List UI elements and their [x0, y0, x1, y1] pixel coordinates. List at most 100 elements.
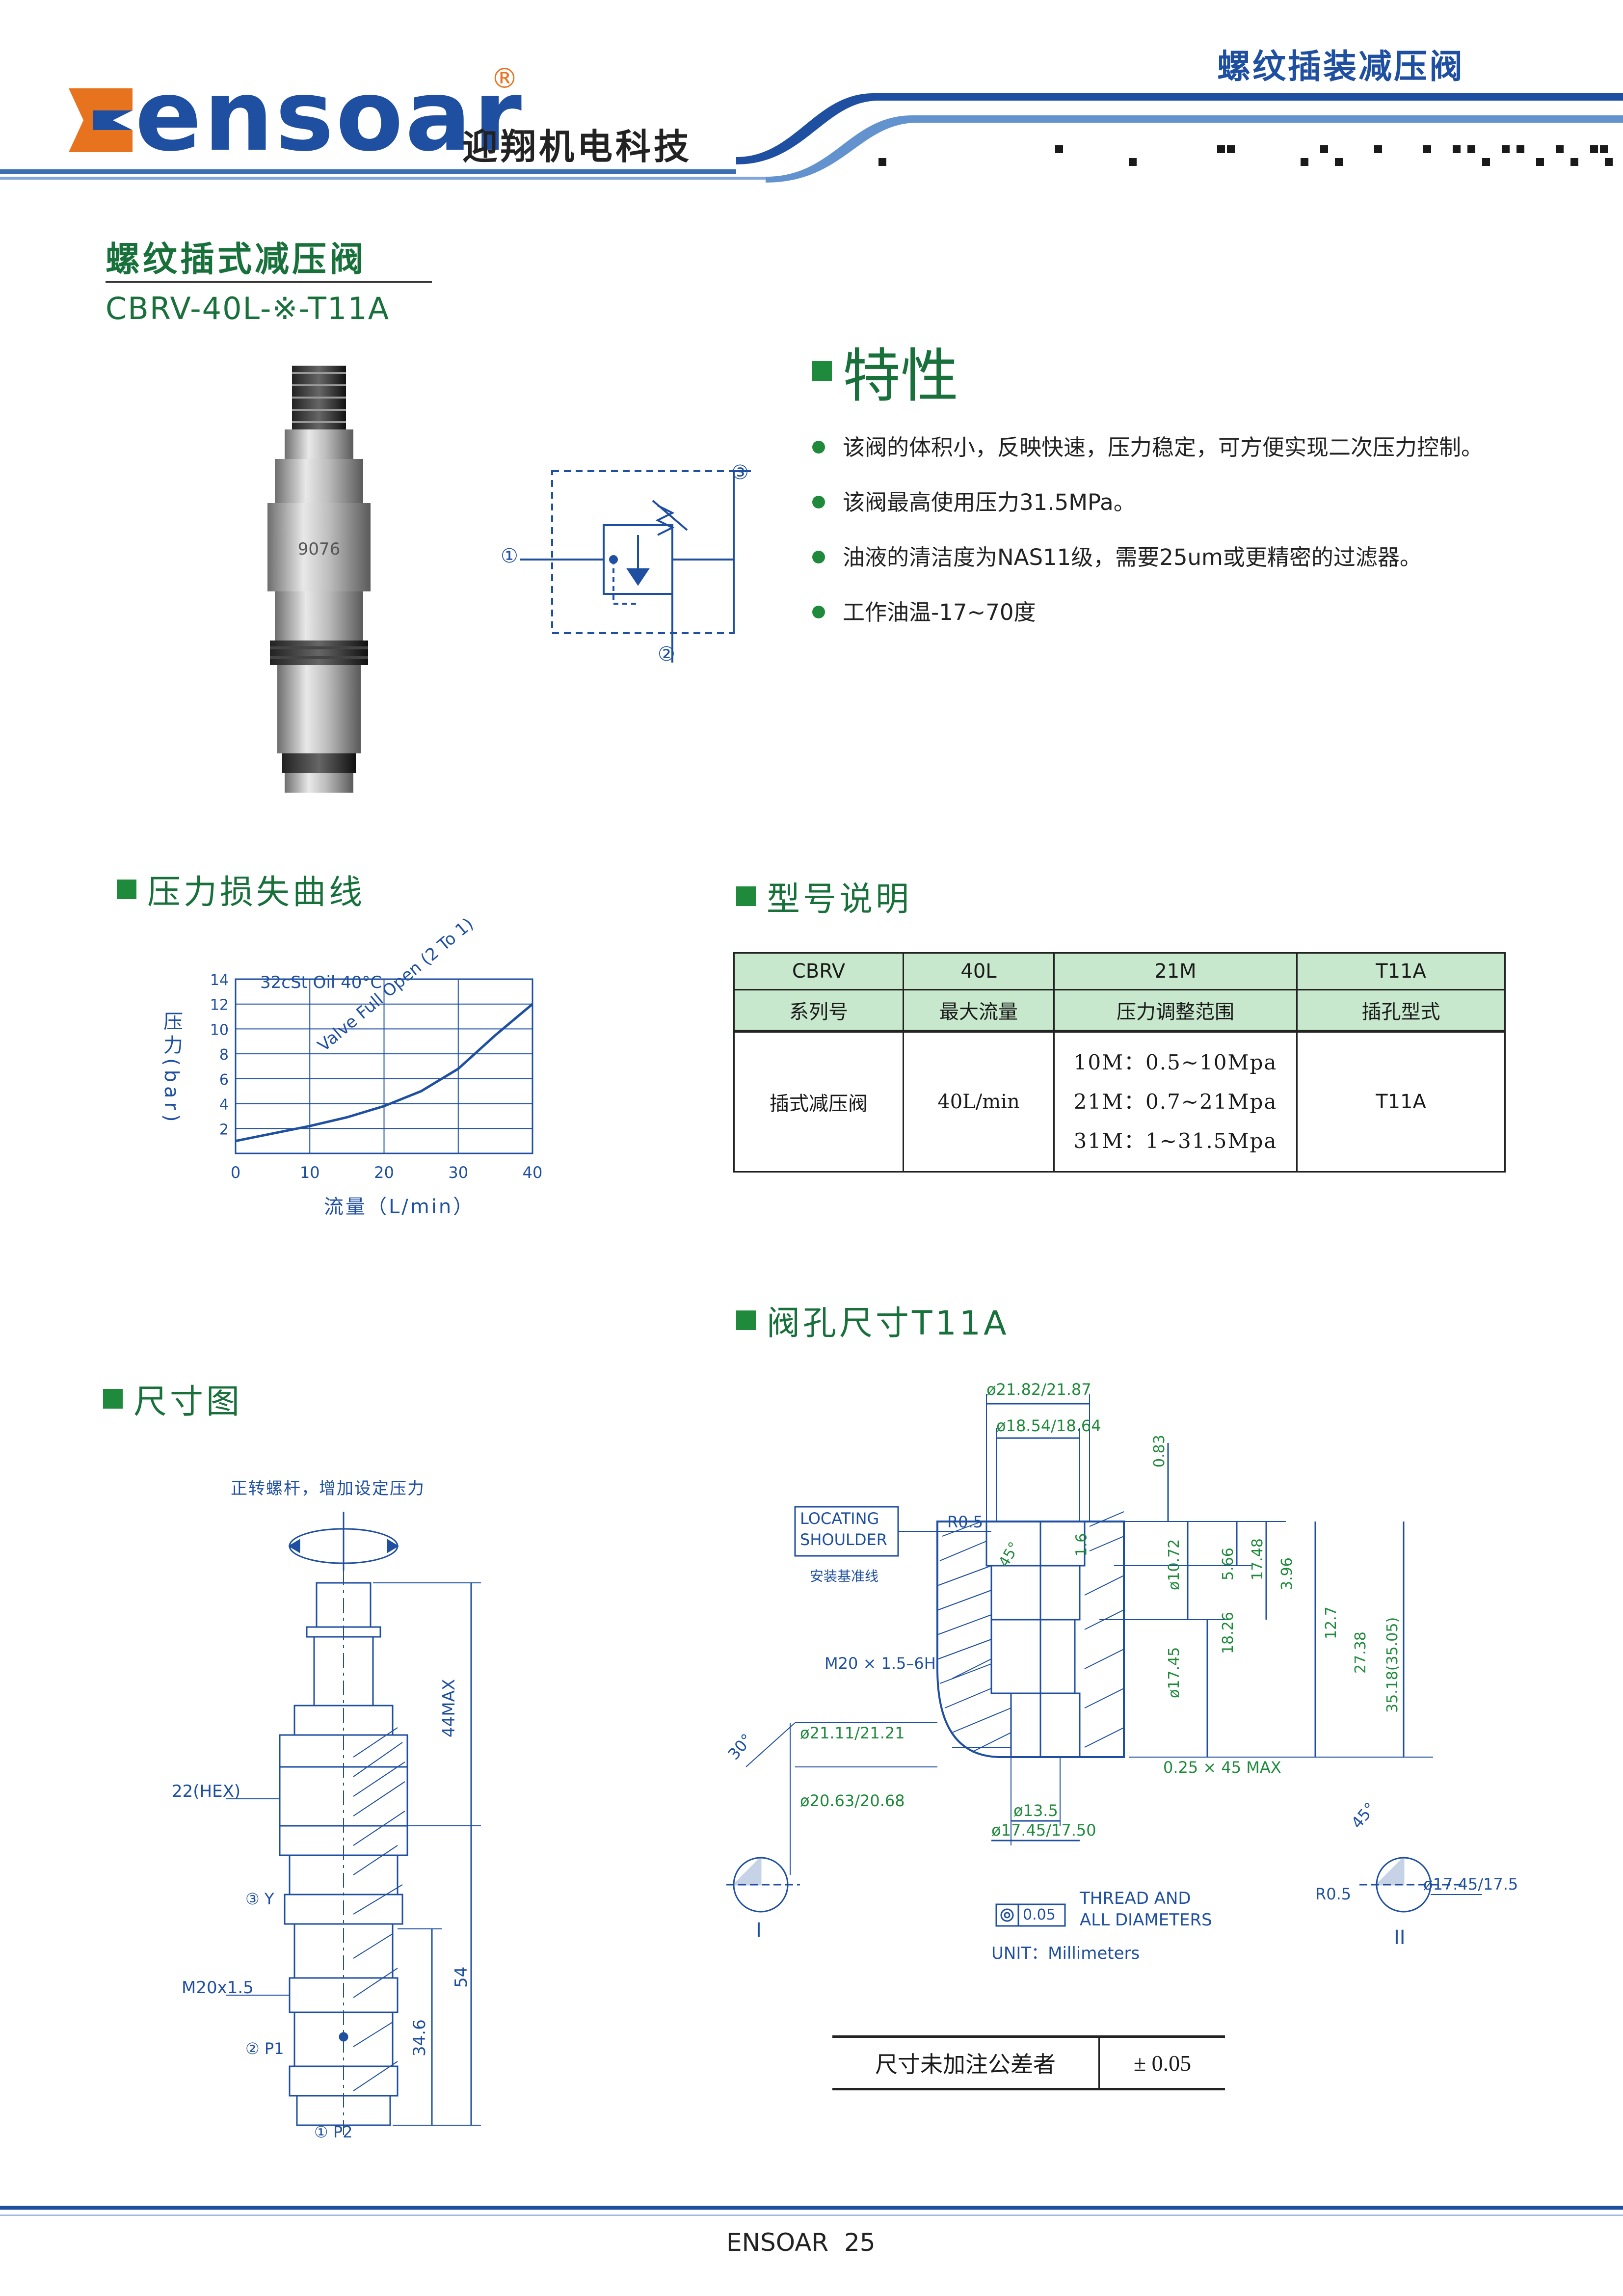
features-title: 特性	[843, 342, 959, 410]
tolerance-table: 尺寸未加注公差者 ± 0.05	[832, 2035, 1225, 2090]
square-bullet-icon	[117, 879, 136, 899]
cav-566: 5.66	[1220, 1548, 1237, 1580]
chart-oil-label: 32cSt Oil 40°C	[260, 973, 382, 992]
header-band	[0, 0, 1623, 191]
unit-note: UNIT：Millimeters	[991, 1944, 1140, 1963]
feature-item: 该阀最高使用压力31.5MPa。	[812, 475, 1607, 530]
thread-note-1: THREAD AND	[1080, 1889, 1191, 1908]
port-2-p1-label: ② P1	[245, 2039, 284, 2058]
table-cell: 系列号	[733, 989, 904, 1032]
cav-d5: ø13.5	[1013, 1801, 1058, 1820]
chart-x-tick-label: 40	[523, 1163, 543, 1182]
cav-d1: ø21.82/21.87	[986, 1380, 1091, 1399]
cavity-title: 阀孔尺寸T11A	[767, 1304, 1010, 1343]
dimension-note: 正转螺杆，增加设定压力	[231, 1479, 425, 1498]
chart-y-tick-label: 14	[210, 972, 229, 989]
table-row: CBRV 40L 21M T11A	[733, 952, 1506, 990]
square-bullet-icon	[103, 1388, 123, 1409]
cav-d7: ø17.45/17.5	[1423, 1875, 1518, 1894]
table-cell: 21M	[1053, 952, 1298, 990]
locating-en-1: LOCATING	[800, 1509, 879, 1528]
brand-logo: ensoar ® 迎翔机电科技	[64, 59, 751, 173]
port-1-label: ①	[501, 545, 518, 567]
cav-d2: ø18.54/18.64	[996, 1416, 1101, 1435]
table-cell: 最大流量	[903, 989, 1055, 1032]
feature-item: 工作油温-17~70度	[812, 585, 1607, 640]
chart-ylabel: 压力(bar)	[160, 1011, 183, 1126]
product-photo: 9076	[255, 363, 383, 795]
table-cell: 插式减压阀	[733, 1030, 904, 1173]
cav-1072: ø10.72	[1166, 1539, 1183, 1590]
square-bullet-icon	[736, 886, 756, 906]
model-heading: 型号说明	[736, 872, 912, 920]
chart-x-tick-label: 30	[448, 1163, 468, 1182]
detail-1-label: I	[756, 1919, 762, 1942]
pressure-curve-title: 压力损失曲线	[147, 873, 366, 912]
range-line: 10M：0.5~10Mpa	[1073, 1050, 1277, 1074]
table-cell: T11A	[1296, 952, 1506, 990]
table-row: 尺寸未加注公差者 ± 0.05	[832, 2035, 1225, 2090]
square-bullet-icon	[812, 361, 832, 381]
cav-d3: ø21.11/21.21	[800, 1724, 905, 1742]
port-2-label: ②	[658, 643, 675, 666]
port-1-p2-label: ① P2	[314, 2123, 353, 2141]
hydraulic-symbol: ① ③ ②	[501, 461, 756, 672]
table-cell: 40L	[903, 952, 1055, 990]
svg-text:9076: 9076	[298, 539, 341, 559]
cav-083: 0.83	[1151, 1435, 1168, 1468]
cavity-drawing: ø21.82/21.87 ø18.54/18.64 R0.5 LOCATING …	[697, 1374, 1531, 1973]
registered-mark: ®	[491, 63, 518, 95]
cav-396: 3.96	[1278, 1557, 1296, 1590]
cav-d4: ø20.63/20.68	[800, 1791, 905, 1810]
chart-xlabel: 流量（L/min）	[324, 1196, 475, 1218]
dim-34-6: 34.6	[410, 2019, 429, 2056]
feature-item: 该阀的体积小，反映快速，压力稳定，可方便实现二次压力控制。	[812, 420, 1607, 475]
product-name: 螺纹插式减压阀	[106, 239, 367, 279]
footer-rule-thin	[0, 2215, 1623, 2216]
pressure-curve-heading: 压力损失曲线	[117, 865, 365, 913]
cav-2738: 27.38	[1352, 1631, 1369, 1674]
brand-name-cn: 迎翔机电科技	[462, 126, 692, 167]
thread-label: M20x1.5	[182, 1978, 254, 1998]
cav-1826: 18.26	[1220, 1612, 1237, 1654]
table-cell: 插孔型式	[1296, 989, 1506, 1032]
thread-note-2: ALL DIAMETERS	[1080, 1910, 1212, 1930]
cav-thread: M20 × 1.5–6H	[825, 1654, 936, 1673]
flatness-value: 0.05	[1023, 1906, 1056, 1923]
chart-x-tick-label: 10	[300, 1163, 320, 1182]
cav-chamfer: 0.25 × 45 MAX	[1163, 1758, 1281, 1777]
locating-en-2: SHOULDER	[800, 1530, 887, 1549]
cav-1745b: ø17.45	[1166, 1647, 1183, 1698]
dimension-heading: 尺寸图	[103, 1374, 242, 1423]
port-3-label: ③	[731, 461, 749, 484]
hex-label: 22(HEX)	[172, 1782, 241, 1801]
cavity-heading: 阀孔尺寸T11A	[736, 1296, 1010, 1344]
chart-y-tick-label: 2	[219, 1121, 229, 1138]
cav-1748: 17.48	[1249, 1538, 1266, 1580]
chart-y-tick-label: 10	[210, 1021, 229, 1039]
title-divider	[106, 281, 432, 283]
cav-3518: 35.18(35.05)	[1384, 1617, 1401, 1713]
brand-name: ensoar	[135, 59, 524, 173]
table-cell: 40L/min	[903, 1030, 1055, 1173]
logo-mark-icon	[69, 88, 133, 152]
chart-y-tick-label: 6	[219, 1071, 229, 1089]
table-row: 插式减压阀 40L/min 10M：0.5~10Mpa 21M：0.7~21Mp…	[733, 1030, 1506, 1173]
cav-d6: ø17.45/17.50	[991, 1821, 1096, 1840]
table-cell: T11A	[1296, 1030, 1506, 1173]
dimension-title: 尺寸图	[133, 1383, 243, 1421]
category-title: 螺纹插装减压阀	[1217, 48, 1465, 86]
model-table: CBRV 40L 21M T11A 系列号 最大流量 压力调整范围 插孔型式 插…	[733, 952, 1506, 1173]
table-cell: 压力调整范围	[1053, 989, 1298, 1032]
locating-cn: 安装基准线	[810, 1568, 879, 1584]
cav-r05: R0.5	[947, 1513, 984, 1531]
dimension-drawing: 22(HEX) M20x1.5 ③ Y ② P1 ① P2 44MAX 54 3…	[167, 1502, 540, 2155]
square-bullet-icon	[736, 1310, 756, 1330]
features-heading: 特性	[812, 329, 958, 413]
cav-127: 12.7	[1323, 1606, 1340, 1639]
chart-y-tick-label: 12	[210, 997, 229, 1014]
range-line: 21M：0.7~21Mpa	[1073, 1090, 1277, 1114]
chart-series-line	[235, 1003, 533, 1143]
